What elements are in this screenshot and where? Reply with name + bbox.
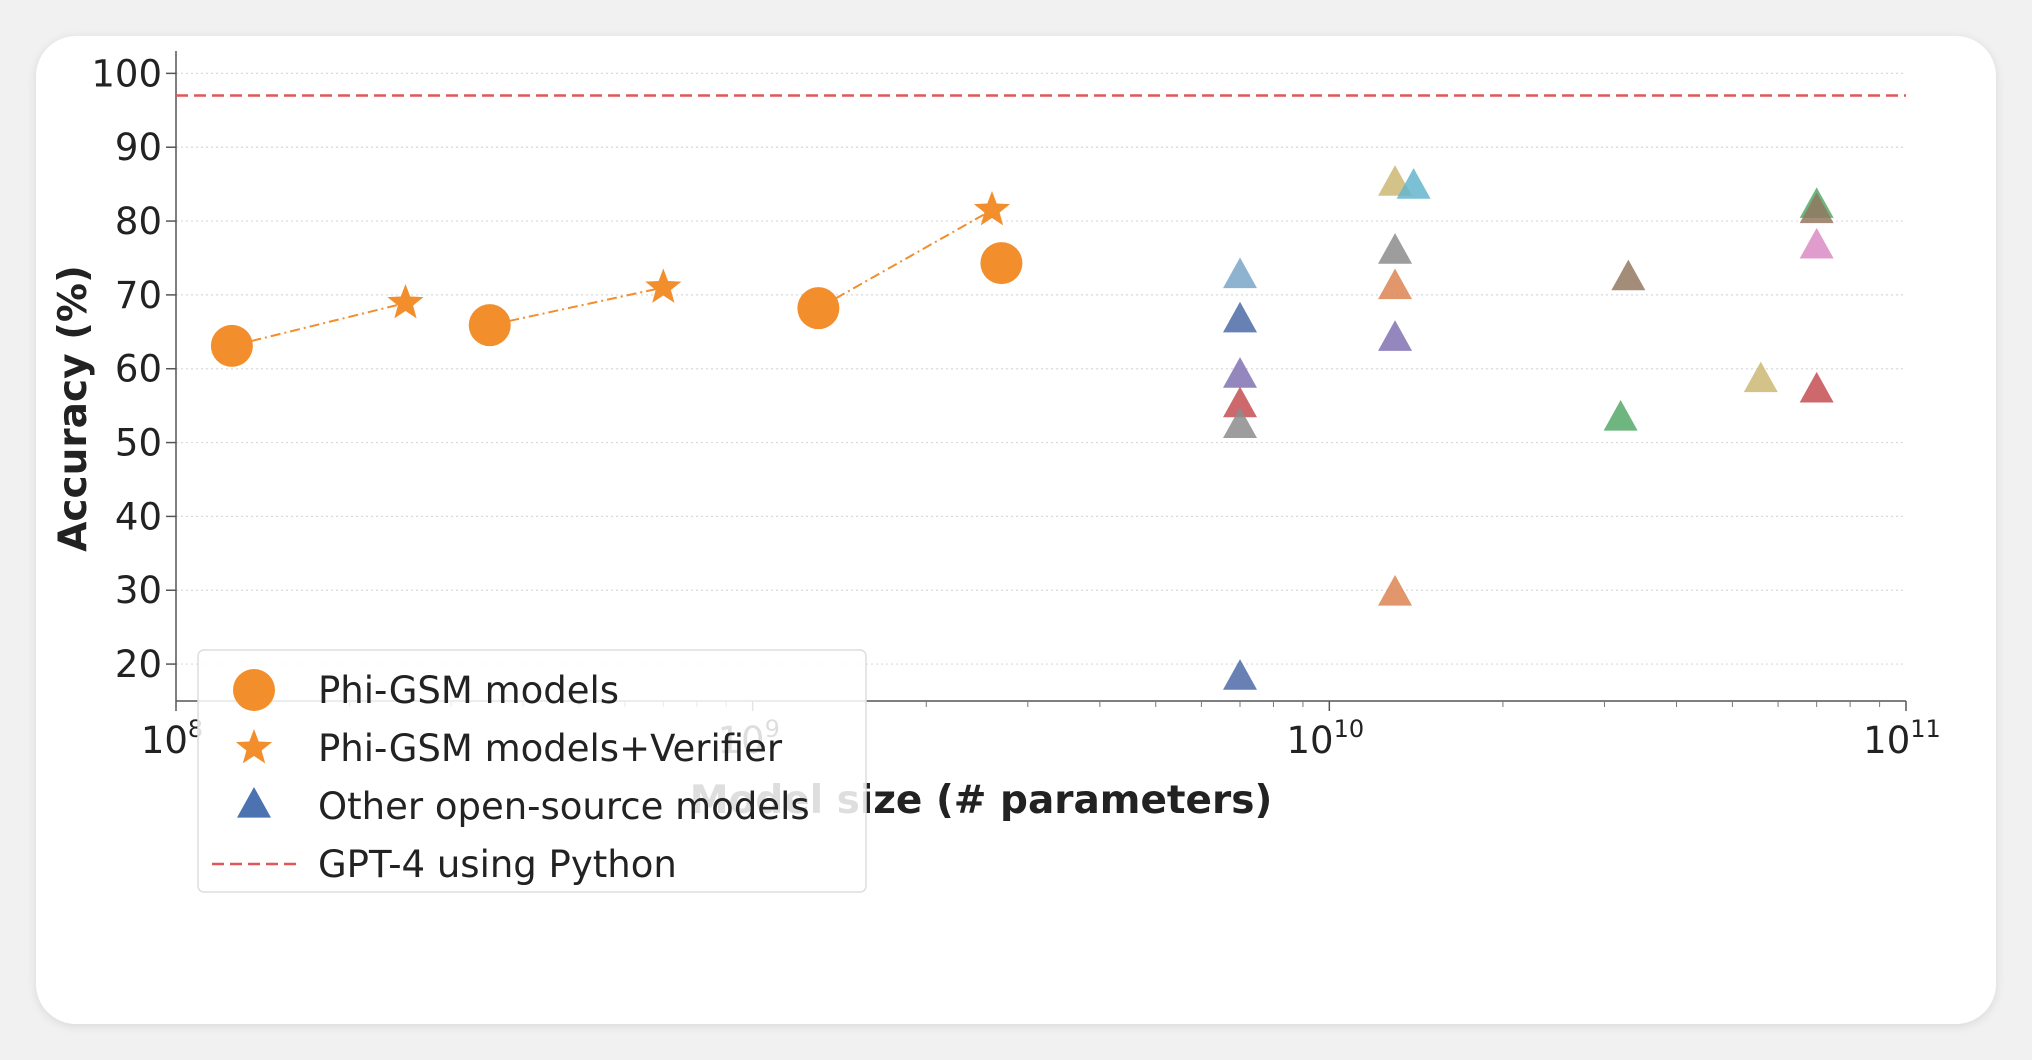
open-source-model-point <box>1223 257 1258 289</box>
phi-connector-line <box>489 286 664 327</box>
open-source-model-point <box>1223 659 1258 690</box>
open-source-model-point <box>1223 407 1258 438</box>
phi-connector-line <box>231 302 406 347</box>
x-tick-label: 1011 <box>1863 715 1941 762</box>
open-source-model-point <box>1799 227 1834 259</box>
legend-circle-icon <box>233 669 275 711</box>
open-source-model-point <box>1799 371 1834 403</box>
y-tick-label: 50 <box>115 422 162 465</box>
grid-lines <box>176 72 1906 665</box>
open-source-model-point <box>1611 259 1646 291</box>
open-source-model-point <box>1378 574 1413 606</box>
y-tick-label: 40 <box>115 495 162 538</box>
phi-gsm-verifier-point <box>973 191 1010 226</box>
y-tick-label: 70 <box>115 274 162 317</box>
data-series <box>210 165 1834 690</box>
x-tick-label: 108 <box>141 715 203 762</box>
y-tick-label: 90 <box>115 126 162 169</box>
open-source-model-point <box>1396 168 1431 199</box>
phi-gsm-verifier-point <box>645 268 682 303</box>
open-source-model-point <box>1223 386 1258 418</box>
open-source-model-point <box>1799 192 1834 224</box>
y-tick-label: 30 <box>115 569 162 612</box>
y-tick-label: 100 <box>91 52 162 95</box>
legend-label: Phi-GSM models <box>318 669 619 712</box>
legend-label: Phi-GSM models+Verifier <box>318 727 783 770</box>
phi-gsm-verifier-point <box>387 284 424 319</box>
y-axis-title: Accuracy (%) <box>51 265 96 552</box>
open-source-model-point <box>1743 361 1778 393</box>
accuracy-vs-model-size-chart: 203040506070809010010810910101011 Model … <box>51 51 1941 893</box>
phi-gsm-point <box>980 242 1023 285</box>
phi-gsm-point <box>468 304 511 347</box>
legend-star-icon <box>235 729 273 764</box>
legend-label: GPT-4 using Python <box>318 843 677 886</box>
open-source-model-point <box>1603 399 1638 431</box>
legend-label: Other open-source models <box>318 785 810 828</box>
y-tick-label: 80 <box>115 200 162 243</box>
phi-connector-line <box>817 209 993 310</box>
open-source-model-point <box>1378 268 1413 300</box>
legend-triangle-icon <box>237 787 271 818</box>
open-source-model-point <box>1223 301 1258 333</box>
open-source-model-point <box>1378 233 1413 264</box>
open-source-model-point <box>1223 357 1258 388</box>
phi-gsm-point <box>797 287 840 330</box>
legend-box <box>197 649 867 893</box>
axes <box>166 51 1907 711</box>
chart-card: 203040506070809010010810910101011 Model … <box>36 36 1996 1024</box>
y-tick-label: 60 <box>115 348 162 391</box>
x-tick-label: 1010 <box>1287 715 1365 762</box>
phi-gsm-point <box>210 324 253 367</box>
y-tick-label: 20 <box>115 643 162 686</box>
open-source-model-point <box>1378 320 1413 351</box>
